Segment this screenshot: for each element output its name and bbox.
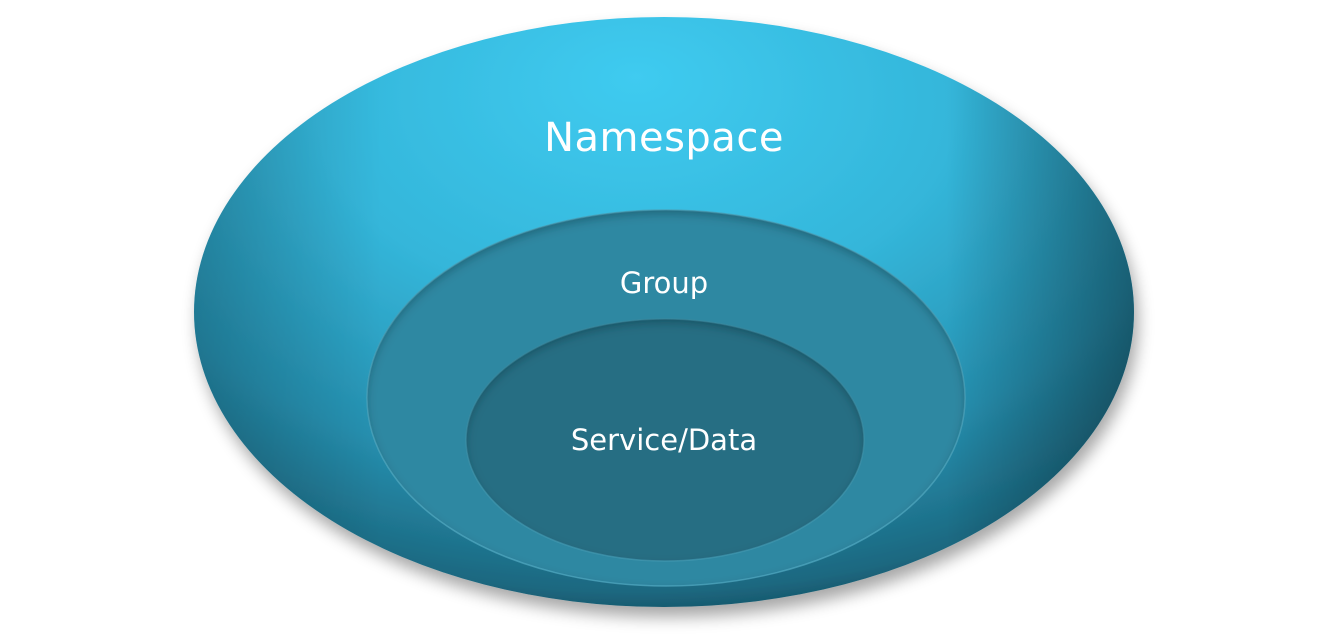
service-data-label: Service/Data bbox=[570, 423, 758, 457]
namespace-label: Namespace bbox=[544, 115, 784, 161]
group-label: Group bbox=[619, 266, 709, 300]
service-data-ellipse bbox=[465, 318, 865, 562]
